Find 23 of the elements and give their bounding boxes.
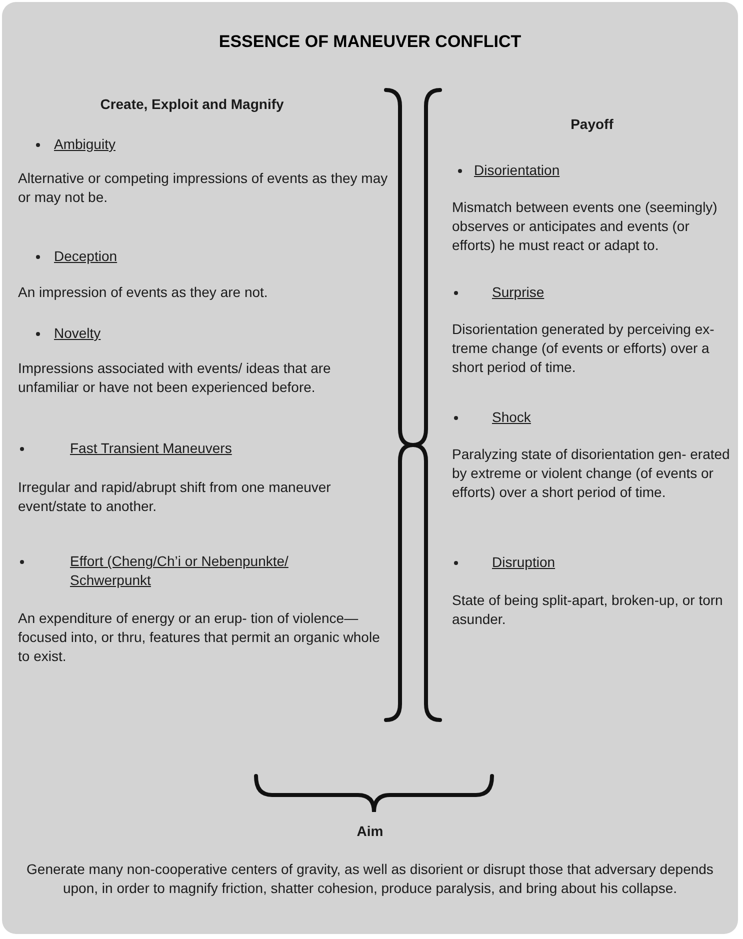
definition-text: Paralyzing state of disorientation gen- erated by extreme or violent change (of events or efforts) over a short period of time. [452,445,731,502]
definition-text: An expenditure of energy or an erup- tion of violence—focused into, or thru, features that permit an organic whole to exist. [18,609,381,666]
bullet-term: Novelty [54,324,101,343]
bullet-term: Effort (Cheng/Ch’i or Nebenpunkte/ Schwerpunkt [70,552,290,590]
definition-text: An impression of events as they are not. [18,283,269,302]
bullet-term: Disorientation [474,161,560,180]
bullet-term: Shock [492,408,531,427]
definition-text: Mismatch between events one (seemingly) observes or anticipates and events (or efforts) he must react or adapt to. [452,198,718,255]
aim-heading: Aim [356,822,384,841]
definition-text: Irregular and rapid/abrupt shift from one maneuver event/state to another. [18,478,332,516]
bullet-term: Surprise [492,283,544,302]
diagram-title: ESSENCE OF MANEUVER CONFLICT [218,32,522,52]
bullet-term: Ambiguity [54,135,116,154]
definition-text: Disorientation generated by perceiving ex- treme change (of events or efforts) over a short period of time. [452,320,716,377]
column-heading: Create, Exploit and Magnify [99,95,285,114]
definition-text: Impressions associated with events/ ideas that are unfamiliar or have not been experienced before. [18,359,332,397]
definition-text: State of being split-apart, broken-up, or torn asunder. [452,591,724,629]
aim-description: Generate many non-cooperative centers of gravity, as well as disorient or disrupt those that adversary depends upon, in order to magnify friction, shatter cohesion, produce paralysis, and bring about his collapse. [26,860,714,898]
bullet-term: Deception [54,247,118,266]
bullet-term: Disruption [492,553,556,572]
definition-text: Alternative or competing impressions of events as they may or may not be. [18,169,388,207]
column-heading: Payoff [570,115,614,134]
bullet-term: Fast Transient Maneuvers [70,439,232,458]
